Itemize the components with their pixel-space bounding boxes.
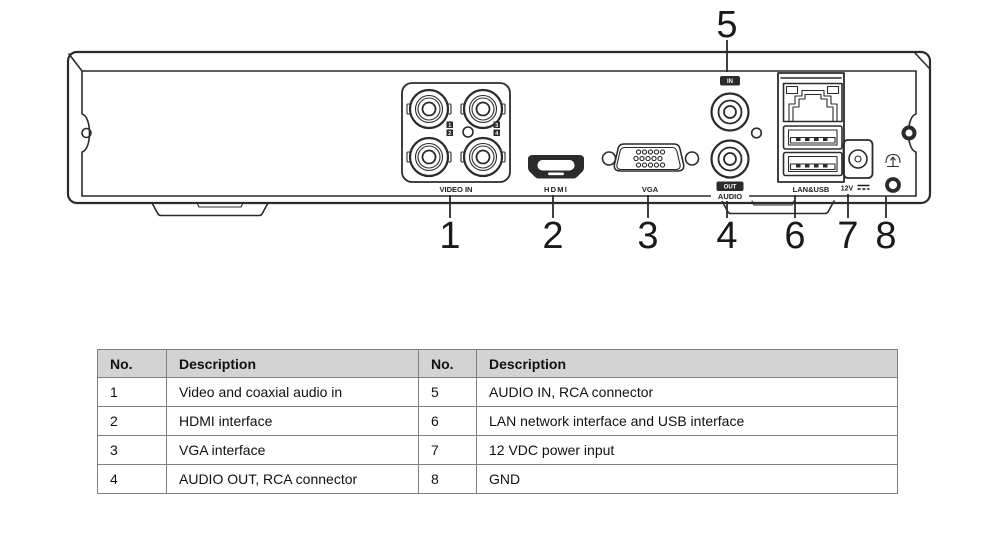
table-cell-no: 3 (97, 435, 167, 465)
svg-text:OUT: OUT (724, 185, 737, 191)
bnc-connector-icon (406, 88, 452, 130)
table-header-description: Description (166, 349, 419, 378)
table-cell-no: 6 (418, 406, 477, 436)
svg-text:IN: IN (727, 79, 733, 85)
lan-usb-label: LAN&USB (793, 185, 830, 194)
video-in-label: VIDEO IN (440, 185, 473, 194)
table-cell-no: 2 (97, 406, 167, 436)
rca-connector-icon (710, 139, 750, 179)
callout-number: 1 (439, 215, 460, 257)
fold-line-left (68, 53, 83, 72)
mounting-hole-left (81, 127, 92, 139)
screw-hole (462, 126, 474, 138)
mounting-hole-right (901, 125, 917, 141)
dc-symbol-icon (857, 184, 870, 190)
foot-left (151, 202, 269, 217)
callouts: 5 1 2 3 4 6 7 8 (439, 4, 896, 257)
table-cell-description: GND (476, 464, 898, 494)
table-row: 4 AUDIO OUT, RCA connector 8 GND (97, 464, 898, 494)
screw-hole (750, 127, 763, 139)
table-header-row: No. Description No. Description (97, 349, 898, 378)
ground-screw-icon (885, 177, 901, 193)
svg-text:12V: 12V (841, 186, 854, 193)
hdmi-connector-icon (528, 155, 584, 179)
callout-number: 6 (784, 215, 805, 257)
table-cell-description: HDMI interface (166, 406, 419, 436)
power-label: 12V (841, 184, 870, 193)
bnc-connector-icon (460, 88, 506, 130)
rj45-port-icon (782, 82, 843, 123)
ground-symbol-icon (885, 153, 901, 168)
table-header-description: Description (476, 349, 898, 378)
audio-in-badge (720, 76, 740, 86)
chassis-outline (66, 50, 932, 217)
table-cell-description: AUDIO IN, RCA connector (476, 377, 898, 407)
fold-line-right (914, 52, 930, 69)
table-cell-description: 12 VDC power input (476, 435, 898, 465)
table-cell-description: AUDIO OUT, RCA connector (166, 464, 419, 494)
audio-section: IN OUT AUDIO (710, 76, 763, 201)
hdmi-label: HDMI (544, 185, 568, 194)
callout-number: 5 (716, 4, 737, 46)
table-cell-description: VGA interface (166, 435, 419, 465)
callout-number: 8 (875, 215, 896, 257)
channel-number-badge: 1 2 3 4 (446, 121, 500, 137)
table-row: 1 Video and coaxial audio in 5 AUDIO IN,… (97, 377, 898, 407)
callout-number: 4 (716, 215, 737, 257)
dc-power-jack-icon (842, 139, 874, 179)
table-row: 2 HDMI interface 6 LAN network interface… (97, 406, 898, 436)
svg-text:1: 1 (448, 123, 451, 129)
vga-pin-holes (633, 149, 666, 168)
lan-usb-block: LAN&USB (777, 72, 845, 194)
svg-text:3: 3 (495, 123, 498, 129)
audio-label: AUDIO (718, 192, 742, 201)
callout-number: 2 (542, 215, 563, 257)
vga-label: VGA (642, 185, 659, 194)
rca-connector-icon (710, 92, 750, 132)
usb-port-icon (782, 125, 843, 150)
table-header-no: No. (97, 349, 167, 378)
usb-port-icon (782, 151, 843, 177)
svg-text:4: 4 (495, 131, 499, 137)
foot-right (721, 200, 835, 215)
rear-panel-diagram: 1 2 3 4 VIDEO IN HDMI VGA IN (66, 4, 932, 257)
vga-connector-icon (601, 143, 700, 172)
table-cell-no: 8 (418, 464, 477, 494)
vga-screw-right (684, 151, 700, 166)
video-in-block: 1 2 3 4 VIDEO IN (401, 82, 511, 194)
bnc-connector-icon (460, 136, 506, 178)
table-cell-no: 1 (97, 377, 167, 407)
table-row: 3 VGA interface 7 12 VDC power input (97, 435, 898, 465)
table-cell-no: 4 (97, 464, 167, 494)
table-cell-no: 5 (418, 377, 477, 407)
table-cell-description: LAN network interface and USB interface (476, 406, 898, 436)
table-header-no: No. (418, 349, 477, 378)
port-description-table: No. Description No. Description 1 Video … (97, 349, 898, 494)
table-cell-no: 7 (418, 435, 477, 465)
callout-number: 7 (837, 215, 858, 257)
callout-number: 3 (637, 215, 658, 257)
bnc-connector-icon (406, 136, 452, 178)
svg-text:2: 2 (448, 131, 451, 137)
vga-screw-left (601, 151, 617, 166)
audio-out-badge (716, 181, 744, 191)
table-cell-description: Video and coaxial audio in (166, 377, 419, 407)
